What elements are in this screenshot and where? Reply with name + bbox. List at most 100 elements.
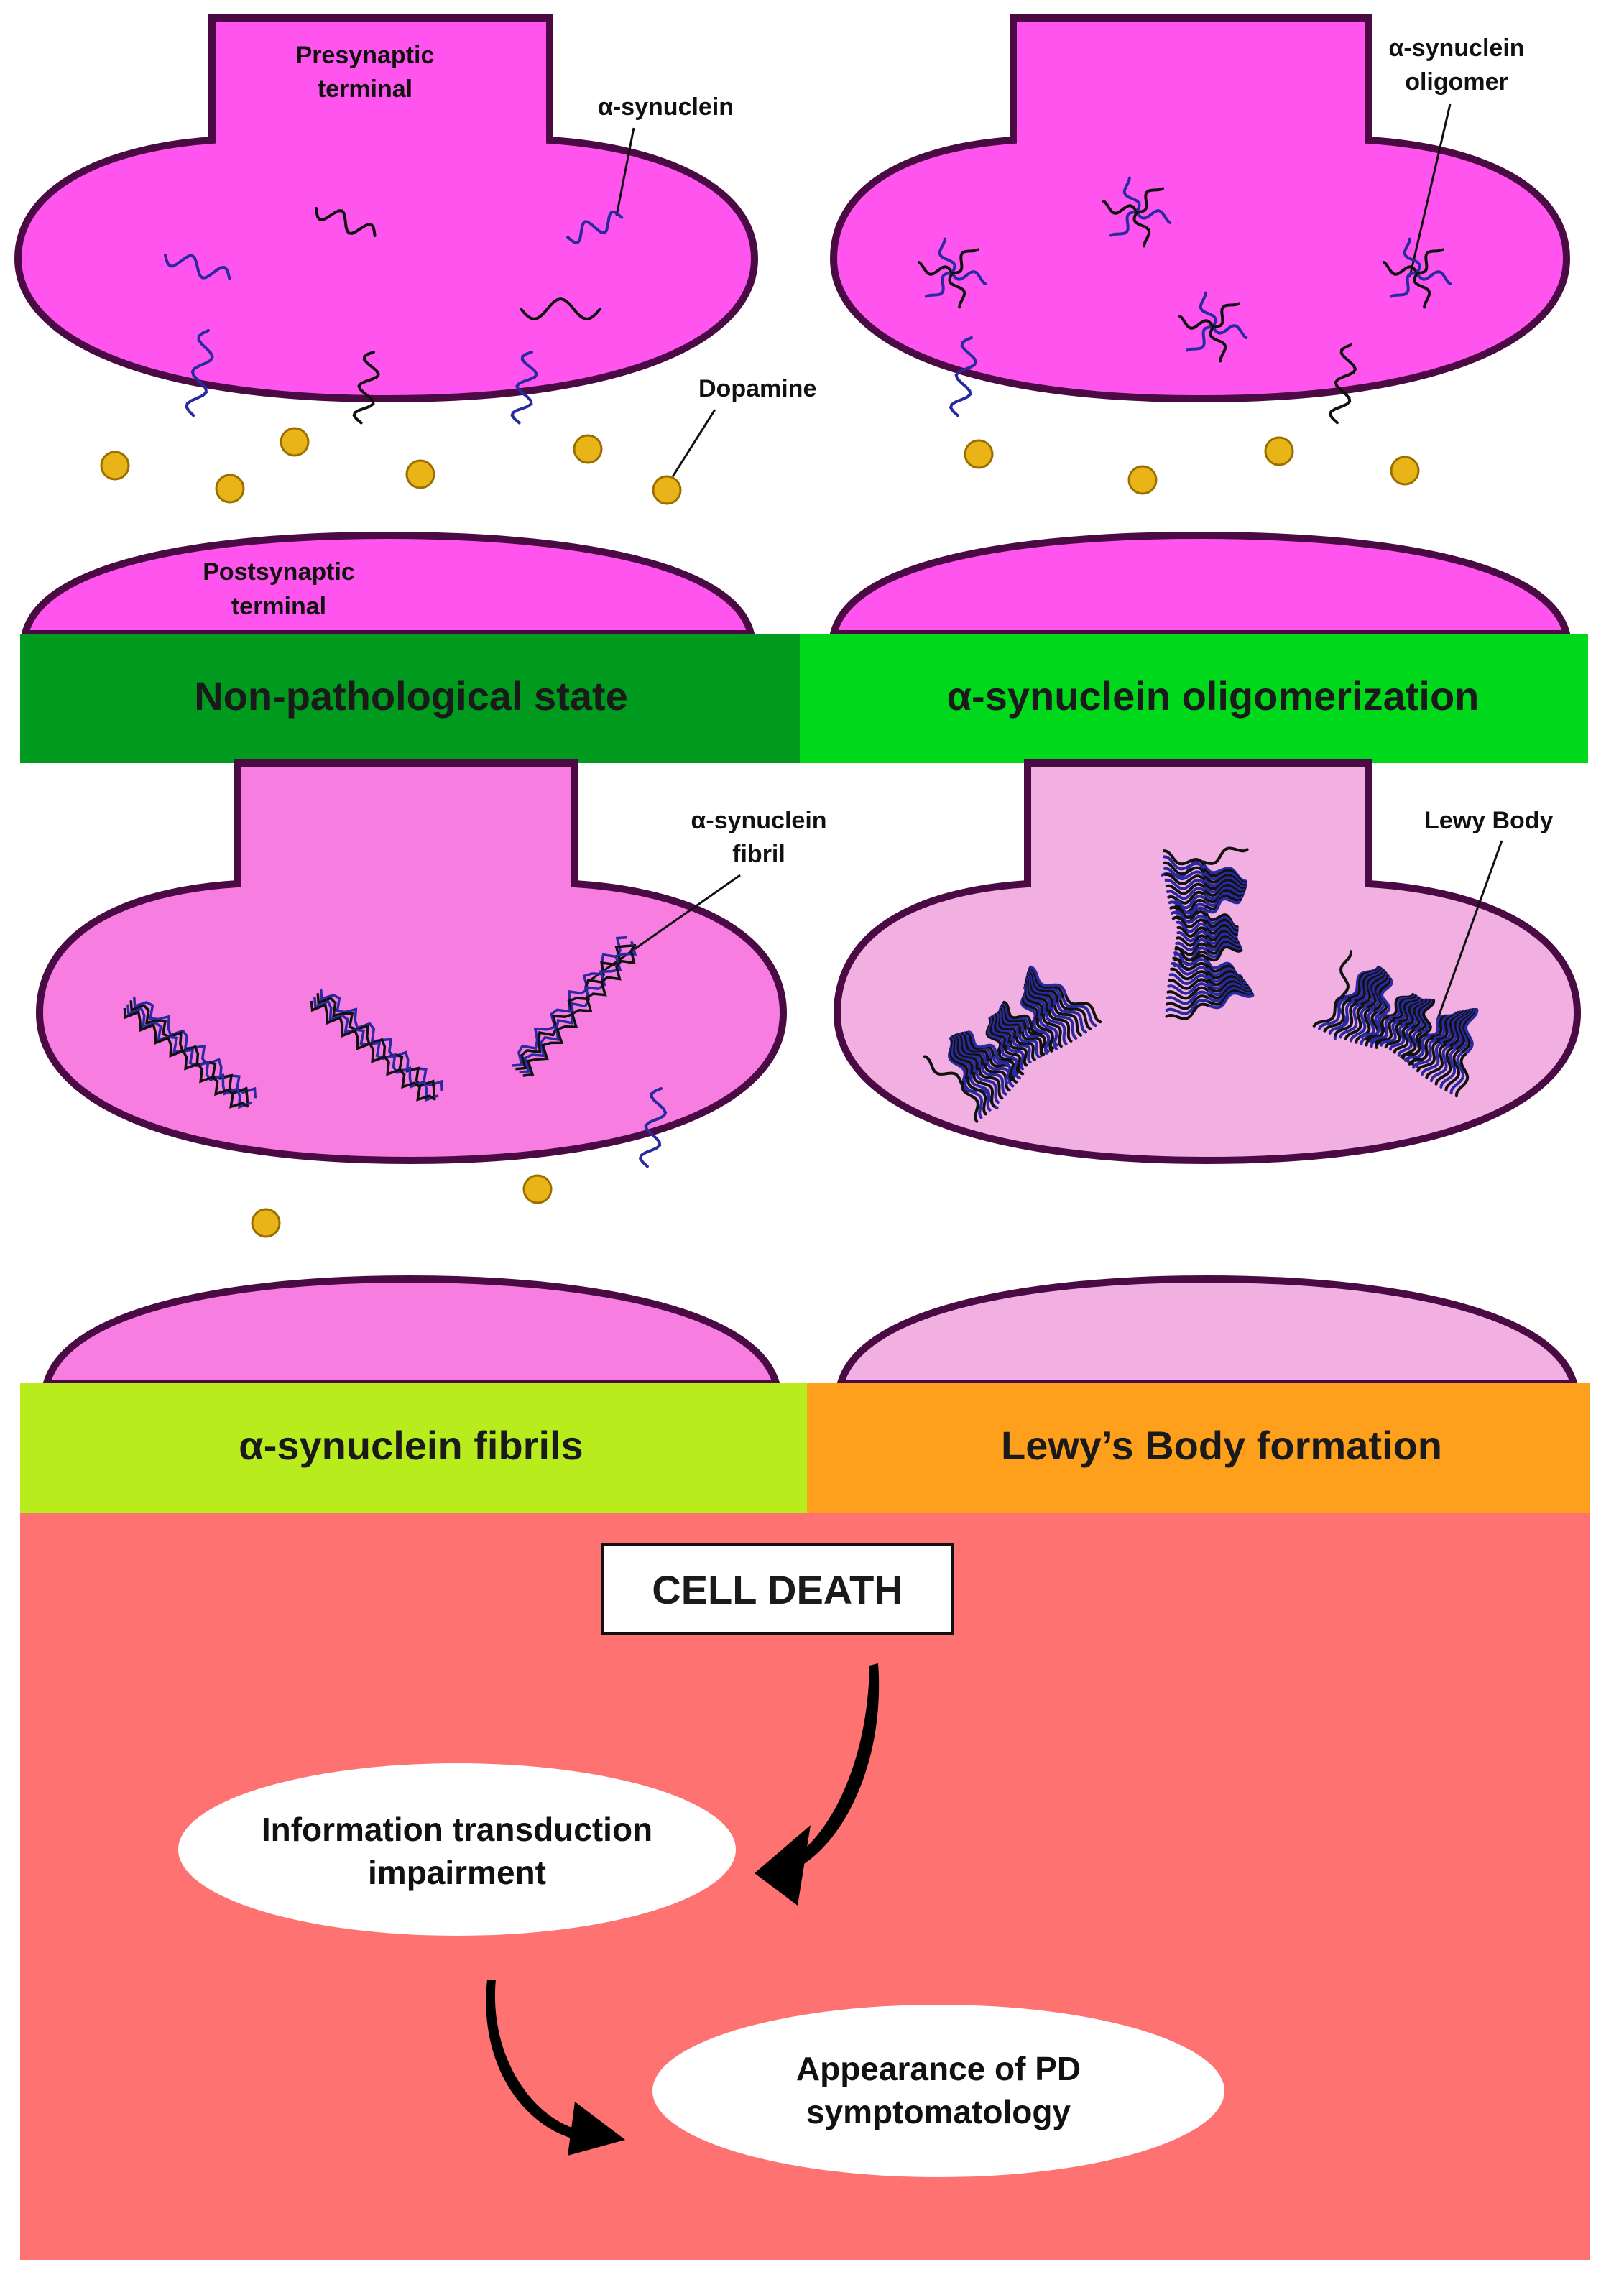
synuclein-monomer <box>1357 968 1384 1005</box>
oligomer-label-line2: oligomer <box>1405 68 1508 96</box>
synuclein-monomer <box>1395 995 1419 1022</box>
synuclein-monomer <box>972 1069 996 1108</box>
cell-death-label: CELL DEATH <box>652 1567 903 1612</box>
synuclein-monomer <box>185 329 214 417</box>
impairment-line2: impairment <box>368 1854 546 1891</box>
synuclein-monomer <box>938 237 956 274</box>
synuclein-monomer <box>1323 998 1355 1033</box>
synuclein-monomer <box>1360 1008 1377 1045</box>
arrow-to-impairment-head <box>755 1825 811 1906</box>
synuclein-monomer <box>1166 986 1211 1000</box>
synuclein-monomer <box>1416 1039 1443 1073</box>
synuclein-monomer <box>1035 1015 1054 1053</box>
synuclein-monomer <box>1204 878 1247 890</box>
synuclein-monomer <box>1033 1017 1051 1055</box>
synuclein-monomer <box>1162 849 1207 868</box>
synuclein-monomer <box>1051 1004 1078 1040</box>
dopamine-dot <box>573 434 603 464</box>
panel-non-pathological: Presynaptic terminal Postsynaptic termin… <box>14 14 816 637</box>
synuclein-monomer <box>1000 1003 1027 1030</box>
synuclein-monomer <box>917 261 954 276</box>
synuclein-monomer <box>1007 1040 1025 1071</box>
synuclein-monomer <box>923 1055 963 1084</box>
synuclein-monomer <box>1056 999 1087 1034</box>
band-oligomerization <box>800 634 1588 763</box>
synuclein-monomers <box>164 207 624 425</box>
dopamine-dot <box>1390 456 1420 486</box>
synuclein-monomer <box>1318 997 1351 1030</box>
synuclein-monomer <box>964 1076 984 1119</box>
synuclein-monomer <box>1419 999 1434 1034</box>
synuclein-monomer <box>1421 1040 1447 1076</box>
synuclein-monomer <box>1053 1002 1083 1037</box>
dopamine-vesicles <box>964 436 1420 495</box>
title-fibrils: α-synuclein fibrils <box>239 1423 583 1468</box>
synuclein-monomer <box>961 1078 979 1123</box>
synuclein-monomer <box>1199 291 1217 328</box>
synuclein-monomer <box>954 1033 979 1071</box>
synuclein-monomer <box>164 254 231 280</box>
synuclein-monomer <box>1206 940 1242 955</box>
synuclein-monomer <box>1425 1042 1449 1079</box>
synuclein-monomer <box>1370 973 1388 1010</box>
synuclein-monomer <box>1010 1038 1028 1067</box>
synuclein-monomer <box>1350 1005 1370 1043</box>
synuclein-monomer <box>1328 999 1357 1035</box>
synuclein-monomer <box>1384 1022 1405 1049</box>
fibril-strand <box>313 997 439 1102</box>
synuclein-monomer <box>1174 946 1210 964</box>
synuclein-oligomers <box>917 176 1452 363</box>
synuclein-monomer <box>1205 923 1238 937</box>
band-fibrils <box>20 1383 807 1513</box>
synuclein-monomer <box>1178 315 1214 330</box>
synuclein-monomer <box>1176 930 1209 943</box>
synuclein-monomer <box>1339 950 1353 997</box>
postsynaptic-terminal <box>42 1275 781 1387</box>
synuclein-monomer <box>978 1065 1004 1100</box>
oligomer-leader-line <box>1408 103 1452 277</box>
synuclein-monomer <box>1172 956 1210 971</box>
synuclein-monomer <box>1064 992 1102 1024</box>
synuclein-monomer <box>951 248 979 274</box>
synuclein-monomer <box>1175 915 1209 929</box>
synuclein-monomer <box>1355 1007 1373 1044</box>
synuclein-monomer <box>1205 921 1239 935</box>
title-lewy: Lewy’s Body formation <box>1001 1423 1442 1468</box>
synuclein-monomer <box>1163 855 1207 872</box>
synuclein-monomer <box>520 297 601 321</box>
synuclein-monomer <box>1393 1025 1411 1054</box>
dopamine-label: Dopamine <box>698 375 816 402</box>
dopamine-dot <box>280 427 310 457</box>
synuclein-monomer <box>1403 237 1421 274</box>
synuclein-monomer <box>1002 1002 1030 1028</box>
synuclein-monomer <box>1018 1031 1041 1058</box>
synuclein-monomer <box>1163 867 1207 881</box>
synuclein-monomer <box>1204 897 1241 914</box>
synuclein-monomer <box>1344 1004 1367 1040</box>
synuclein-monomer <box>1360 1014 1389 1039</box>
synuclein-monomer <box>1378 977 1393 1015</box>
title-oligomerization: α-synuclein oligomerization <box>947 673 1480 719</box>
synuclein-monomer <box>1380 979 1394 1016</box>
synuclein-monomer <box>1170 967 1211 981</box>
synuclein-monomer <box>951 1035 974 1075</box>
dopamine-dot <box>652 475 682 505</box>
synuclein-monomer <box>1204 886 1245 900</box>
synuclein-monomer <box>1109 211 1138 237</box>
fibril-strand <box>123 1007 249 1109</box>
synuclein-monomer <box>951 270 987 285</box>
dopamine-dot <box>215 474 245 504</box>
synuclein-monomer <box>949 336 978 417</box>
postsynaptic-terminal <box>20 531 756 637</box>
synuclein-monomer <box>1408 1036 1436 1066</box>
synuclein-monomer <box>1166 990 1211 1005</box>
oligomer-label-line1: α-synuclein <box>1388 34 1524 62</box>
synuclein-monomer <box>1365 1015 1393 1041</box>
synuclein-monomer <box>995 1049 1012 1085</box>
synuclein-monomer <box>1367 971 1388 1009</box>
synuclein-monomer <box>1204 892 1243 908</box>
synuclein-monomer <box>1174 905 1209 920</box>
synuclein-monomer <box>1416 270 1452 285</box>
synuclein-monomer <box>1376 976 1391 1013</box>
